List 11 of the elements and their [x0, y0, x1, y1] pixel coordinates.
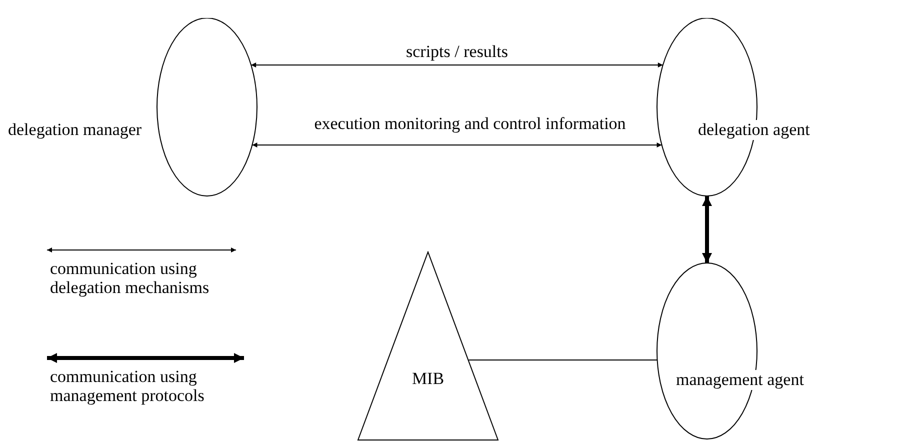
node-label: delegation manager [8, 120, 142, 140]
edge-label: execution monitoring and control information [313, 114, 627, 134]
node-label: delegation agent [698, 120, 810, 140]
node-label: MIB [410, 369, 446, 389]
node-label: management agent [676, 370, 804, 390]
double-arrow [250, 62, 664, 68]
double-arrow [702, 196, 712, 263]
legend-text: communication using delegation mechanisms [50, 259, 210, 297]
edge-label: scripts / results [405, 42, 509, 62]
legend-text: communication using management protocols [50, 367, 206, 405]
double-arrow [252, 142, 662, 148]
